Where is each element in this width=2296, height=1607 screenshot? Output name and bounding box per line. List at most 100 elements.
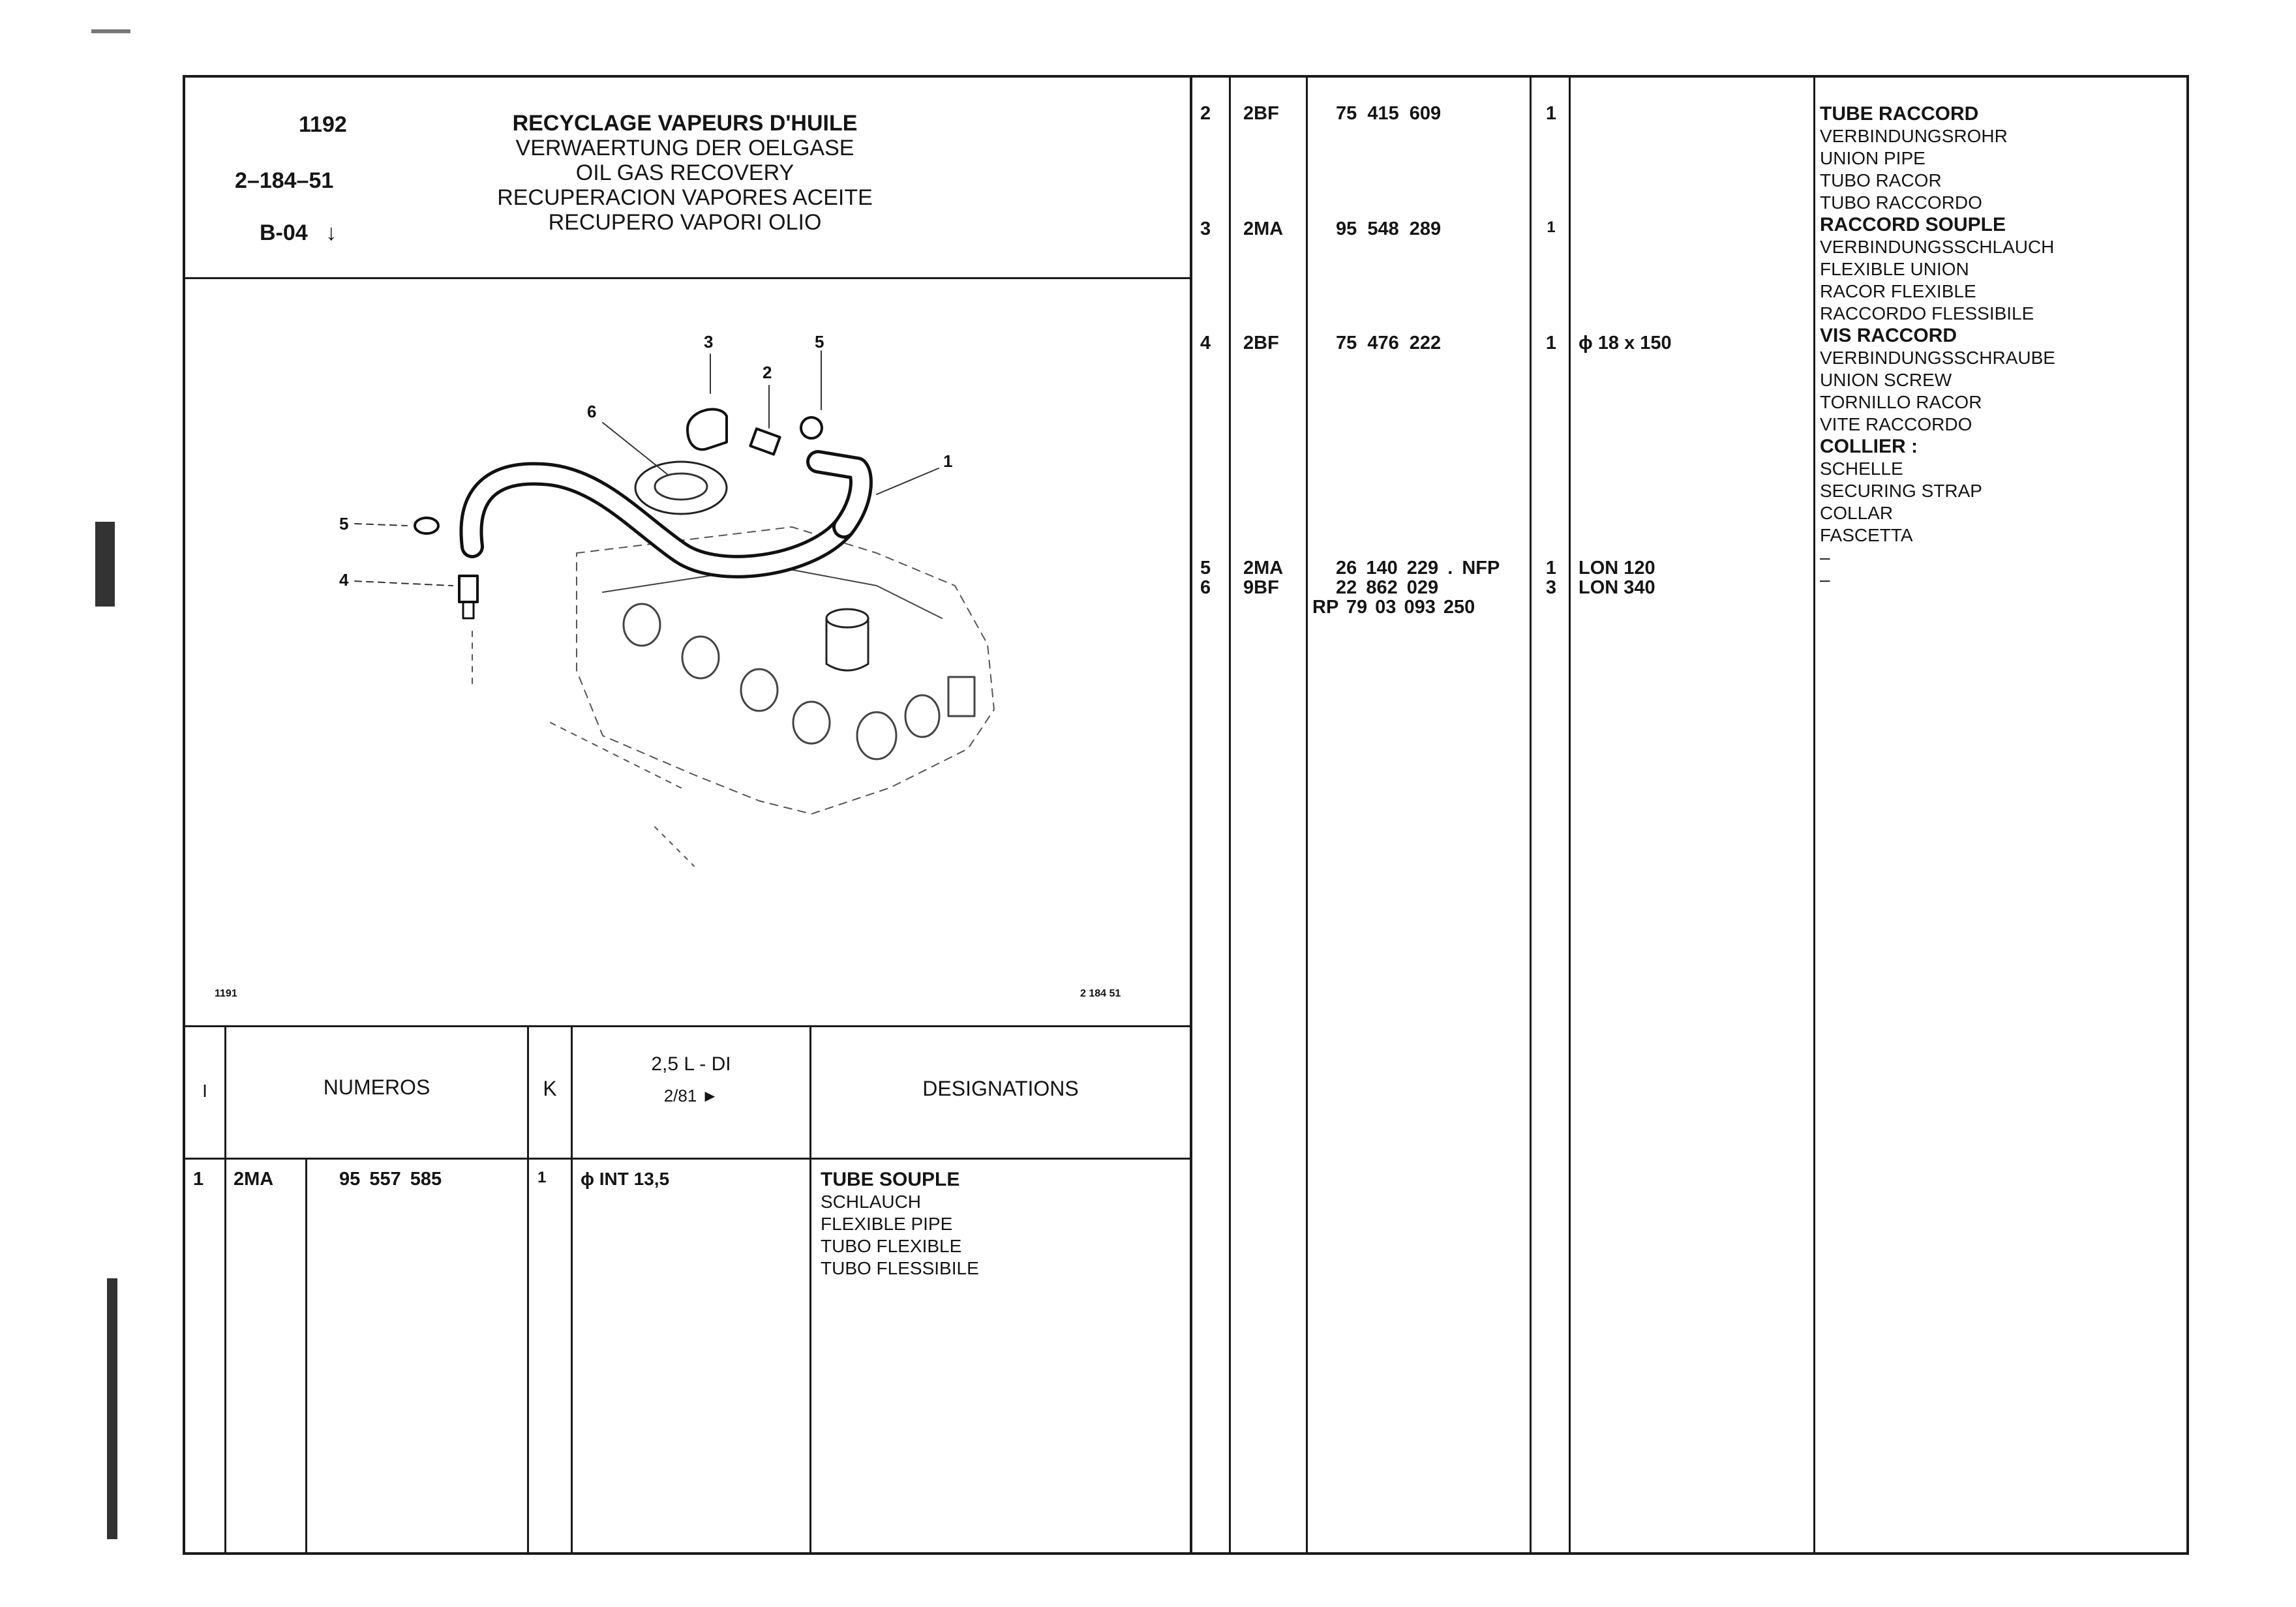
col-line-f [1306,75,1308,1554]
designation-line: SECURING STRAP [1820,481,1982,501]
col-line-h [1569,75,1571,1554]
col-header-model-line2: 2/81 ► [663,1086,719,1105]
figure-divider [183,1025,1192,1027]
section-code: B-04 ↓ [260,220,337,245]
page-title: RECYCLAGE VAPEURS D'HUILE VERWAERTUNG DE… [457,111,913,235]
table-header-divider [183,1158,1192,1160]
col-line-b [305,1158,307,1553]
designation-line: VITE RACCORDO [1820,414,1972,434]
panel-divider-1 [1190,75,1192,1554]
part-5-clamp-top [800,416,823,440]
designation-line: UNION PIPE [1820,148,1926,168]
designation-line: RACOR FLEXIBLE [1820,281,1976,301]
col-header-model: 2,5 L - DI 2/81 ► [573,1053,809,1107]
col-header-numeros: NUMEROS [323,1075,430,1099]
right-row-2-number: 75 415 609 [1336,103,1442,124]
designation-line: TUBO FLEXIBLE [821,1236,962,1256]
designation-line: VERBINDUNGSSCHRAUBE [1820,348,2055,368]
right-row-5-code: 2MA [1243,558,1284,578]
designation-line: RACCORD SOUPLE [1820,214,2006,235]
title-en: OIL GAS RECOVERY [575,160,794,185]
engine-block-outline [576,526,995,815]
title-de: VERWAERTUNG DER OELGASE [515,136,854,160]
right-row-3-qty: 1 [1547,218,1556,236]
designation-line: VERBINDUNGSSCHLAUCH [1820,237,2055,257]
prev-page-ref: 1191 [215,988,237,999]
col-header-model-line1: 2,5 L - DI [651,1053,731,1075]
designation-line: TUBO FLESSIBILE [821,1258,979,1278]
designation-line: TUBE SOUPLE [821,1169,960,1190]
callout-1: 1 [943,451,952,471]
callout-3: 3 [704,332,713,352]
designation-line: – [1820,569,1830,590]
page-number: 1192 [299,112,347,137]
left-row-1-code: 2MA [234,1169,274,1190]
down-arrow-icon: ↓ [325,220,337,245]
col-header-designations: DESIGNATIONS [922,1077,1079,1100]
right-row-5-number: 26 140 229 . NFP [1336,558,1500,578]
right-row-6-spec: LON 340 [1578,577,1655,598]
designation-line: FASCETTA [1820,525,1913,545]
reference-number: 2–184–51 [235,168,334,193]
part-6-disc [634,460,728,515]
right-row-6-number: 22 862 029 [1336,577,1439,598]
right-row-2-code: 2BF [1243,103,1279,124]
section-code-text: B-04 [260,220,308,245]
designation-line: TORNILLO RACOR [1820,392,1982,412]
designation-line: SCHLAUCH [821,1192,922,1212]
designation-line: FLEXIBLE UNION [1820,259,1969,279]
right-row-2-qty: 1 [1545,103,1557,124]
header-divider [183,277,1192,279]
callout-2: 2 [763,363,772,382]
right-designations-block: TUBE RACCORD VERBINDUNGSROHR UNION PIPE … [1820,103,2055,591]
right-row-3-number: 95 548 289 [1336,218,1442,239]
right-row-4-item: 4 [1200,333,1211,353]
frame-top [183,75,2189,78]
part-2-union-pipe [749,427,781,456]
right-row-6-qty: 3 [1545,577,1557,598]
right-row-3-code: 2MA [1243,218,1284,239]
part-5-clamp-left [414,517,440,535]
left-row-1-spec: ϕ INT 13,5 [581,1169,670,1189]
designation-line: TUBE RACCORD [1820,103,1979,125]
callout-4: 4 [339,570,349,590]
designation-line: TUBO RACCORDO [1820,192,1982,213]
designation-line: COLLIER : [1820,436,1918,457]
col-line-i [1813,75,1815,1554]
col-line-g [1530,75,1532,1554]
callout-5-left: 5 [339,514,348,533]
designation-line: VIS RACCORD [1820,325,1957,346]
right-row-6-number-alt: RP 79 03 093 250 [1312,597,1475,618]
callout-5-top: 5 [815,332,824,352]
col-line-c [527,1026,529,1553]
scan-mark-middle [95,522,115,607]
designation-line: VERBINDUNGSROHR [1820,126,2008,146]
right-row-6-code: 9BF [1243,577,1279,598]
right-row-2-item: 2 [1200,103,1211,124]
panel-divider-2 [1229,75,1231,1554]
right-row-5-item: 5 [1200,558,1211,578]
right-row-4-qty: 1 [1545,333,1557,353]
right-row-5-qty: 1 [1545,558,1557,578]
title-fr: RECYCLAGE VAPEURS D'HUILE [512,111,858,136]
designation-line: TUBO RACOR [1820,170,1942,190]
col-header-k: K [543,1077,557,1100]
callout-6: 6 [587,402,596,421]
left-row-1-item: 1 [193,1169,204,1190]
title-it: RECUPERO VAPORI OLIO [548,210,822,235]
part-3-elbow [686,408,728,451]
designation-line: SCHELLE [1820,458,1903,479]
exploded-parts-diagram: 3 2 5 6 1 5 4 1191 2 184 51 [215,332,1121,999]
col-header-i: I [202,1081,207,1101]
designation-line: RACCORDO FLESSIBILE [1820,303,2034,323]
left-row-1-number: 95 557 585 [339,1169,442,1190]
designation-line: FLEXIBLE PIPE [821,1214,953,1234]
col-line-e [809,1026,811,1553]
scan-mark-top [91,29,130,33]
left-row-1-qty: 1 [537,1169,547,1186]
frame-bottom [183,1552,2189,1555]
right-row-4-number: 75 476 222 [1336,333,1442,353]
designation-line: – [1820,547,1830,567]
col-line-d [571,1026,573,1553]
title-es: RECUPERACION VAPORES ACEITE [497,185,873,210]
